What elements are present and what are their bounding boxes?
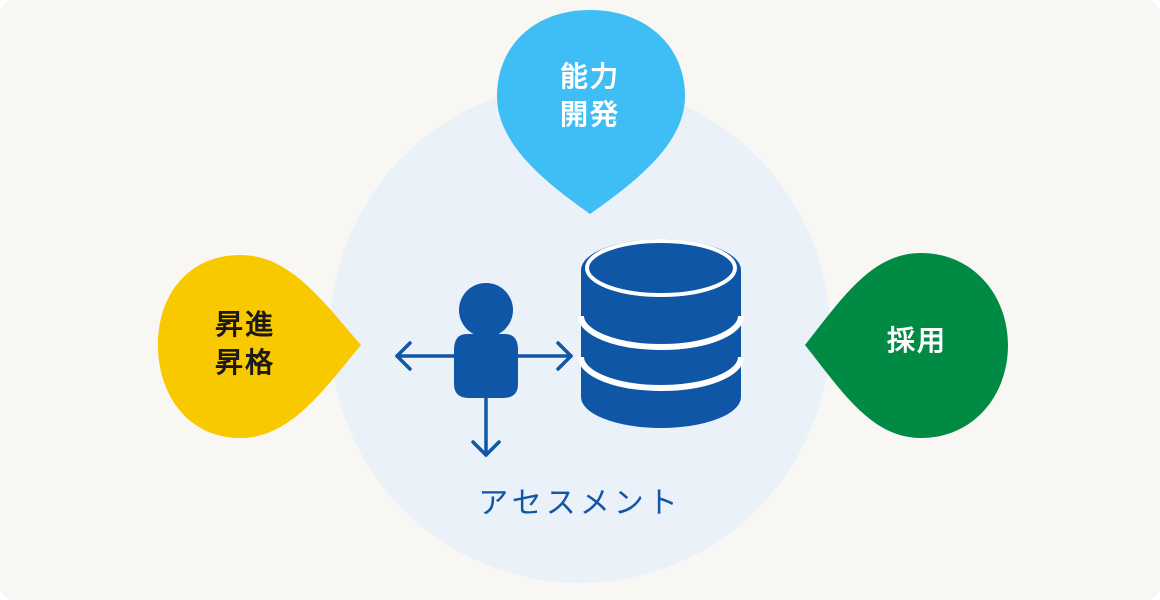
arrow-left-icon [395,341,456,371]
drop-top-label: 能力 開発 [559,60,620,131]
database-icon [578,239,744,428]
drop-left-label: 昇進 昇格 [214,308,275,379]
arrow-down-icon [471,396,501,457]
drop-right-shape [805,253,1008,438]
center-circle [330,83,830,583]
person-icon [454,283,518,398]
drop-right-label: 採用 [886,324,947,357]
drop-left-shape [158,255,361,438]
center-label: アセスメント [478,486,682,521]
drop-top-shape [497,10,685,214]
arrow-right-icon [516,341,573,371]
